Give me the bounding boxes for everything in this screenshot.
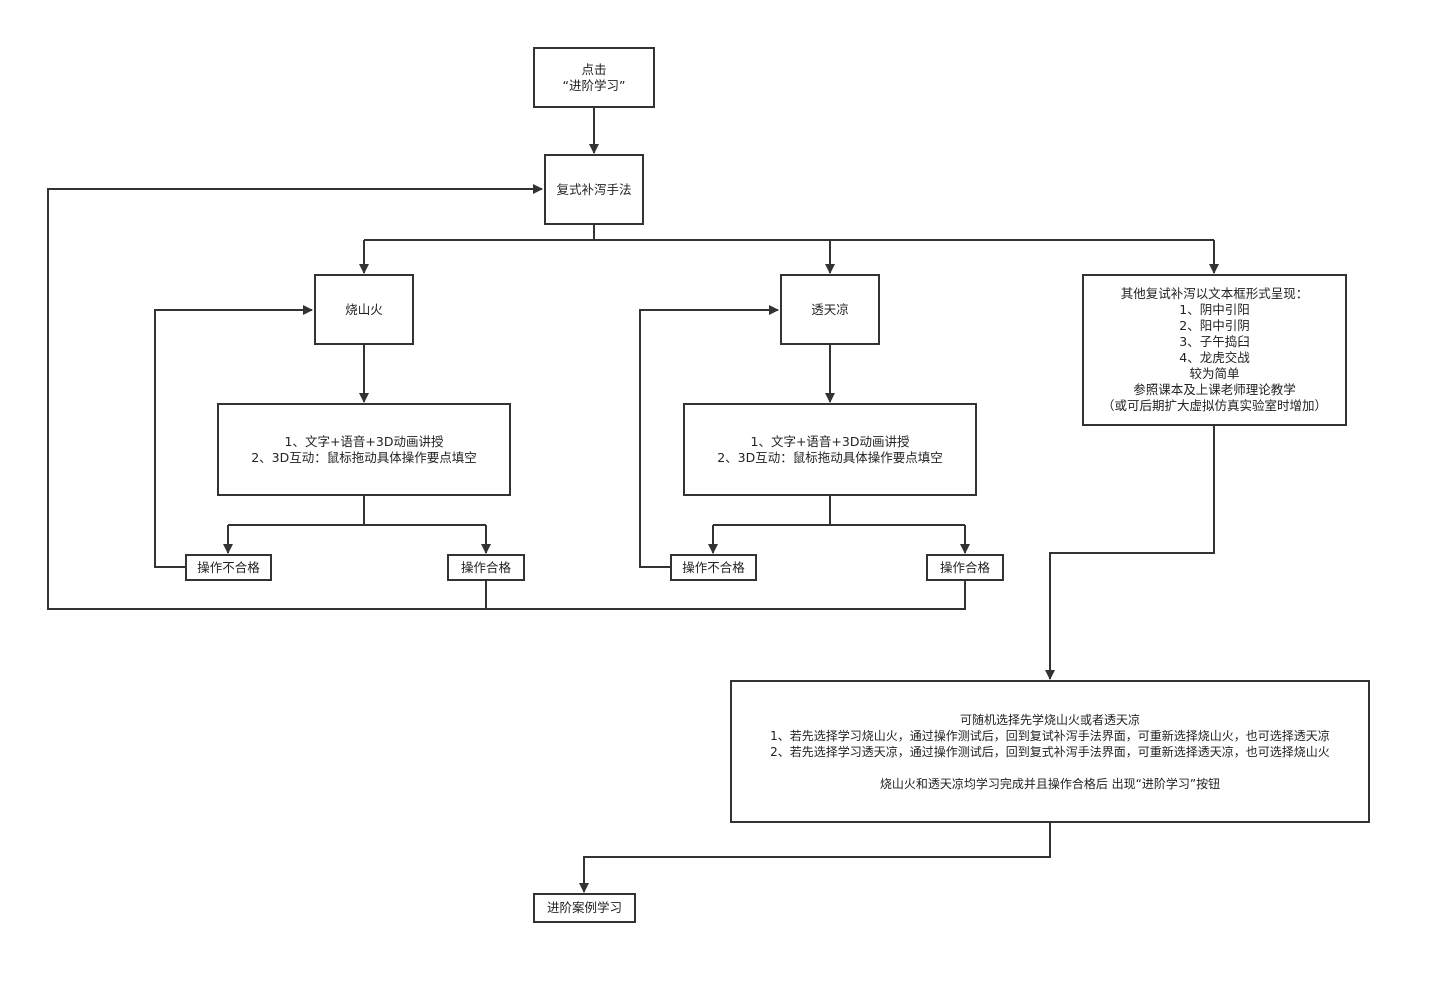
summary-line: 可随机选择先学烧山火或者透天凉 — [959, 712, 1140, 727]
branch-trunk — [364, 225, 1214, 241]
shaoshanhuo-fail-box[interactable]: 操作不合格 — [185, 554, 272, 581]
content-line: 2、3D互动：鼠标拖动具体操作要点填空 — [717, 449, 943, 465]
shaoshanhuo-title: 烧山火 — [345, 301, 383, 317]
summary-box: 可随机选择先学烧山火或者透天凉 1、若先选择学习烧山火，通过操作测试后，回到复试… — [730, 680, 1370, 823]
other-line: 4、龙虎交战 — [1179, 350, 1250, 365]
toutianliang-box[interactable]: 透天凉 — [780, 274, 880, 345]
method-label: 复式补泻手法 — [556, 181, 632, 197]
toutianliang-split — [713, 496, 965, 526]
other-line: （或可后期扩大虚拟仿真实验室时增加） — [1101, 398, 1327, 413]
method-box[interactable]: 复式补泻手法 — [544, 154, 644, 225]
shaoshanhuo-content-box: 1、文字+语音+3D动画讲授 2、3D互动：鼠标拖动具体操作要点填空 — [217, 403, 511, 496]
pass-label: 操作合格 — [460, 559, 511, 575]
summary-line: 1、若先选择学习烧山火，通过操作测试后，回到复试补泻手法界面，可重新选择烧山火，… — [770, 728, 1330, 743]
content-line: 1、文字+语音+3D动画讲授 — [750, 433, 910, 449]
content-line: 1、文字+语音+3D动画讲授 — [284, 433, 444, 449]
pass-return-loop — [47, 189, 966, 610]
arrow-summary-to-end — [579, 823, 1051, 893]
shaoshanhuo-box[interactable]: 烧山火 — [314, 274, 414, 345]
end-label: 进阶案例学习 — [546, 900, 622, 915]
start-box-line: 点击 — [581, 61, 607, 77]
summary-footer: 烧山火和透天凉均学习完成并且操作合格后 出现“进阶学习”按钮 — [879, 776, 1221, 791]
pass-label: 操作合格 — [939, 559, 990, 575]
start-box-line: “进阶学习” — [562, 77, 626, 93]
toutianliang-title: 透天凉 — [811, 301, 849, 317]
other-line: 1、阴中引阳 — [1179, 302, 1250, 317]
end-box[interactable]: 进阶案例学习 — [533, 893, 636, 923]
fail-label: 操作不合格 — [197, 559, 260, 575]
other-line: 参照课本及上课老师理论教学 — [1133, 382, 1296, 397]
content-line: 2、3D互动：鼠标拖动具体操作要点填空 — [251, 449, 477, 465]
arrow-other-to-summary — [1045, 426, 1215, 680]
other-line: 较为简单 — [1189, 366, 1240, 381]
shaoshanhuo-pass-box[interactable]: 操作合格 — [447, 554, 525, 581]
other-line: 3、子午捣臼 — [1179, 334, 1250, 349]
fail-label: 操作不合格 — [682, 559, 745, 575]
toutianliang-pass-box[interactable]: 操作合格 — [926, 554, 1004, 581]
other-line: 2、阳中引阴 — [1179, 318, 1250, 333]
summary-line: 2、若先选择学习透天凉，通过操作测试后，回到复式补泻手法界面，可重新选择透天凉，… — [770, 744, 1330, 759]
other-line: 其他复试补泻以文本框形式呈现： — [1120, 286, 1309, 301]
toutianliang-content-box: 1、文字+语音+3D动画讲授 2、3D互动：鼠标拖动具体操作要点填空 — [683, 403, 977, 496]
toutianliang-fail-box[interactable]: 操作不合格 — [670, 554, 757, 581]
shaoshanhuo-split — [228, 496, 486, 526]
start-box[interactable]: 点击 “进阶学习” — [533, 47, 655, 108]
fail-1-loop — [154, 305, 313, 568]
fail-2-loop — [639, 305, 779, 568]
other-methods-box: 其他复试补泻以文本框形式呈现： 1、阴中引阳 2、阳中引阴 3、子午捣臼 4、龙… — [1082, 274, 1347, 426]
